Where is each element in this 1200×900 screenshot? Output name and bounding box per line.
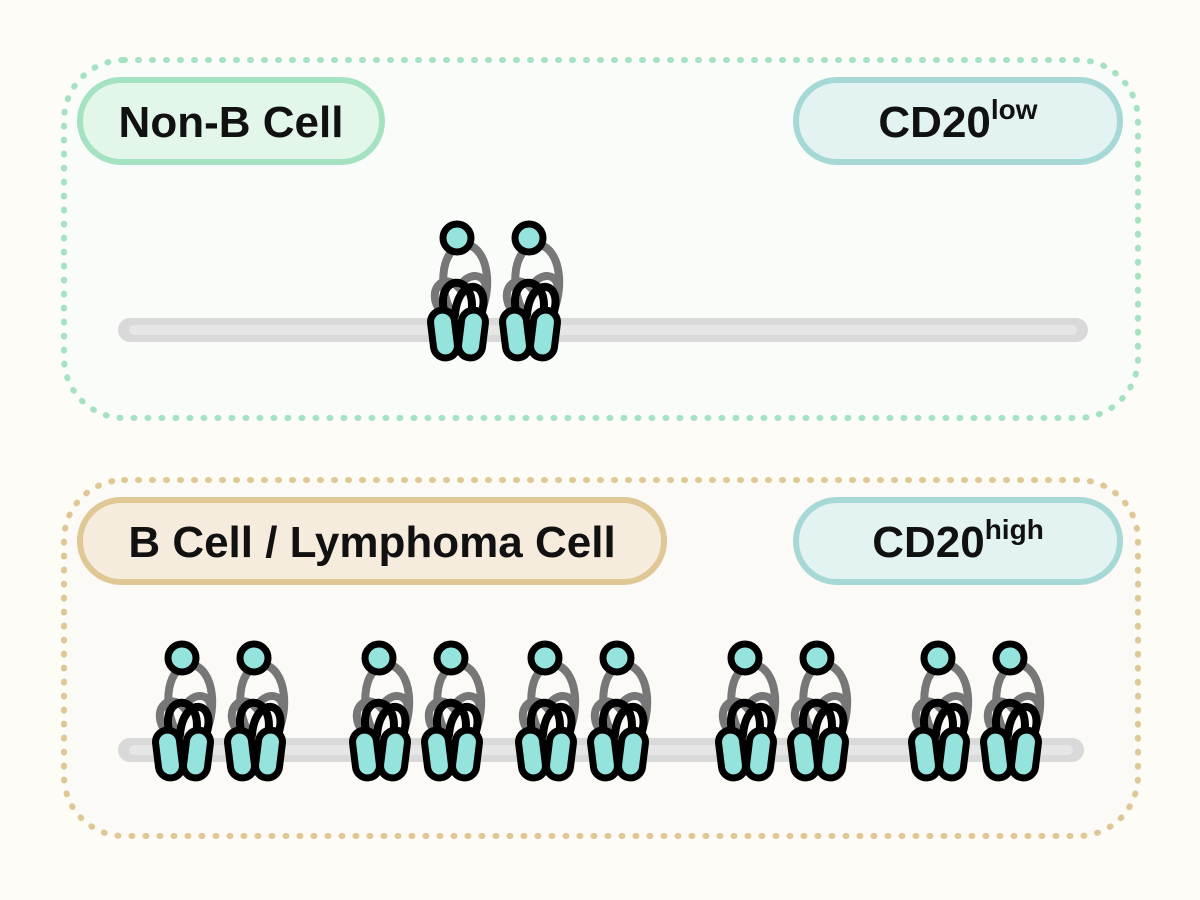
svg-text:CD20low: CD20low: [878, 94, 1037, 147]
cd20-high-superscript: high: [985, 514, 1044, 545]
b-cell-panel: B Cell / Lymphoma Cell CD20high: [61, 477, 1141, 839]
non-b-cell-label-pill: Non-B Cell: [77, 77, 385, 165]
b-cell-label-pill: B Cell / Lymphoma Cell: [77, 497, 667, 585]
cd20-low-badge: CD20low: [793, 77, 1123, 165]
cd20-high-prefix: CD20: [872, 518, 985, 567]
cd20-low-superscript: low: [991, 94, 1038, 125]
cd20-low-prefix: CD20: [878, 98, 991, 147]
svg-text:CD20high: CD20high: [872, 514, 1044, 567]
b-cell-label: B Cell / Lymphoma Cell: [128, 518, 615, 567]
non-b-cell-label: Non-B Cell: [119, 98, 344, 147]
non-b-cell-panel: Non-B Cell CD20low: [61, 57, 1141, 421]
cd20-high-badge: CD20high: [793, 497, 1123, 585]
